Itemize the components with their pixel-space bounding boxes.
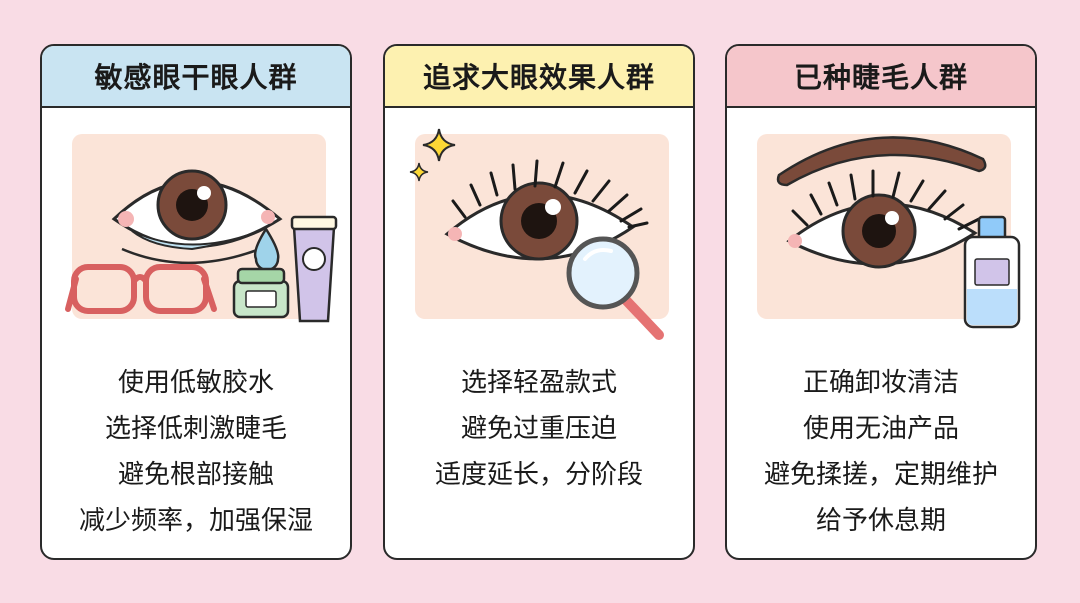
tip-item: 避免过重压迫 xyxy=(460,414,617,444)
card-big-eye-effect: 追求大眼效果人群 选择轻盈款式 避免过重压迫 xyxy=(383,44,695,560)
tip-item: 给予休息期 xyxy=(815,506,946,536)
illustration-big-eye-effect xyxy=(385,109,693,349)
tip-item: 适度延长，分阶段 xyxy=(434,460,643,490)
tip-item: 选择低刺激睫毛 xyxy=(104,414,287,444)
sparkle-icon xyxy=(409,128,456,182)
tips-list: 选择轻盈款式 避免过重压迫 适度延长，分阶段 xyxy=(385,360,693,498)
tip-item: 使用无油产品 xyxy=(802,414,959,444)
card-title: 追求大眼效果人群 xyxy=(385,46,693,108)
card-title: 已种睫毛人群 xyxy=(727,46,1035,108)
tip-item: 使用低敏胶水 xyxy=(117,368,274,398)
tip-item: 避免揉搓，定期维护 xyxy=(763,460,998,490)
tips-list: 使用低敏胶水 选择低刺激睫毛 避免根部接触 减少频率，加强保湿 xyxy=(42,360,350,544)
magnifier-icon xyxy=(566,236,664,340)
illustration-lash-extension xyxy=(727,109,1035,349)
tip-item: 选择轻盈款式 xyxy=(460,368,617,398)
card-lash-extension: 已种睫毛人群 正确卸妆清洁 使用无油产品 xyxy=(725,44,1037,560)
tip-item: 避免根部接触 xyxy=(117,460,274,490)
cream-jar-icon xyxy=(232,267,290,319)
teary-eye-icon xyxy=(111,169,283,265)
tip-item: 减少频率，加强保湿 xyxy=(78,506,313,536)
card-sensitive-eyes: 敏感眼干眼人群 xyxy=(40,44,352,560)
tips-list: 正确卸妆清洁 使用无油产品 避免揉搓，定期维护 给予休息期 xyxy=(727,360,1035,544)
card-title: 敏感眼干眼人群 xyxy=(42,46,350,108)
illustration-sensitive-eyes xyxy=(42,109,350,349)
extended-lash-eye-icon xyxy=(786,169,981,269)
tip-item: 正确卸妆清洁 xyxy=(802,368,959,398)
cleanser-bottle-icon xyxy=(963,215,1021,329)
cream-tube-icon xyxy=(290,215,338,323)
glasses-icon xyxy=(65,264,217,314)
eyebrow-icon xyxy=(776,136,987,187)
